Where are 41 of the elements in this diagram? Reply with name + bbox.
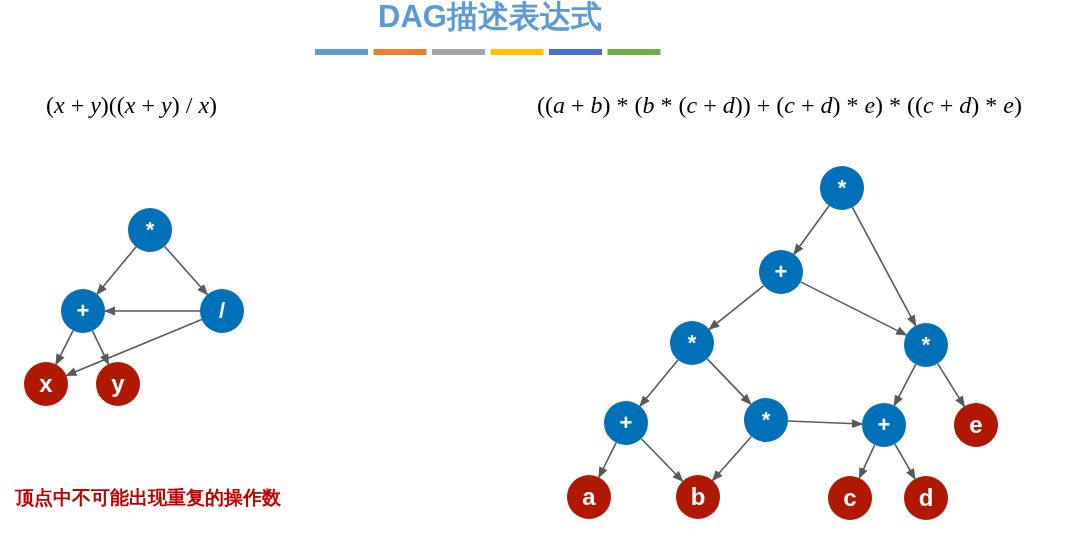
arrow	[639, 359, 679, 407]
formula: ((a + b) * (b * (c + d)) + (c + d) *e) * ((c + d) *e)	[537, 92, 1022, 119]
operand-node: e	[954, 403, 998, 447]
title: DAG描述表达式	[377, 0, 603, 36]
arrow	[858, 444, 876, 480]
arrow	[793, 205, 830, 256]
arrow	[598, 441, 617, 479]
operator-node: /	[200, 289, 244, 333]
arrow	[851, 206, 917, 327]
arrow	[894, 443, 916, 480]
operand-node: x	[24, 362, 68, 406]
operand-node: y	[96, 362, 140, 406]
arrow	[640, 437, 684, 483]
arrow	[711, 435, 753, 482]
arrow	[96, 246, 137, 295]
formula: (x + y)((x + y) / x)	[46, 92, 218, 119]
arrow	[91, 330, 110, 366]
operator-node: +	[604, 401, 648, 445]
arrow	[163, 245, 209, 296]
arrow	[55, 329, 74, 366]
operator-node: *	[904, 323, 948, 367]
arrow	[787, 419, 864, 429]
operator-node: *	[670, 321, 714, 365]
operator-node: *	[128, 208, 172, 252]
arrow	[936, 362, 966, 408]
arrow	[103, 306, 201, 316]
operator-node: *	[820, 166, 864, 210]
operator-node: +	[61, 289, 105, 333]
operator-node: +	[759, 250, 803, 294]
arrow	[799, 281, 908, 336]
note: 顶点中不可能出现重复的操作数	[15, 486, 281, 510]
arrow	[708, 284, 765, 331]
operand-node: d	[904, 476, 948, 520]
operator-node: *	[744, 398, 788, 442]
operand-node: a	[567, 475, 611, 519]
arrow	[706, 358, 752, 405]
arrow	[893, 363, 917, 407]
operand-node: b	[676, 475, 720, 519]
operator-node: +	[862, 403, 906, 447]
operand-node: c	[828, 476, 872, 520]
arrow	[65, 318, 203, 377]
